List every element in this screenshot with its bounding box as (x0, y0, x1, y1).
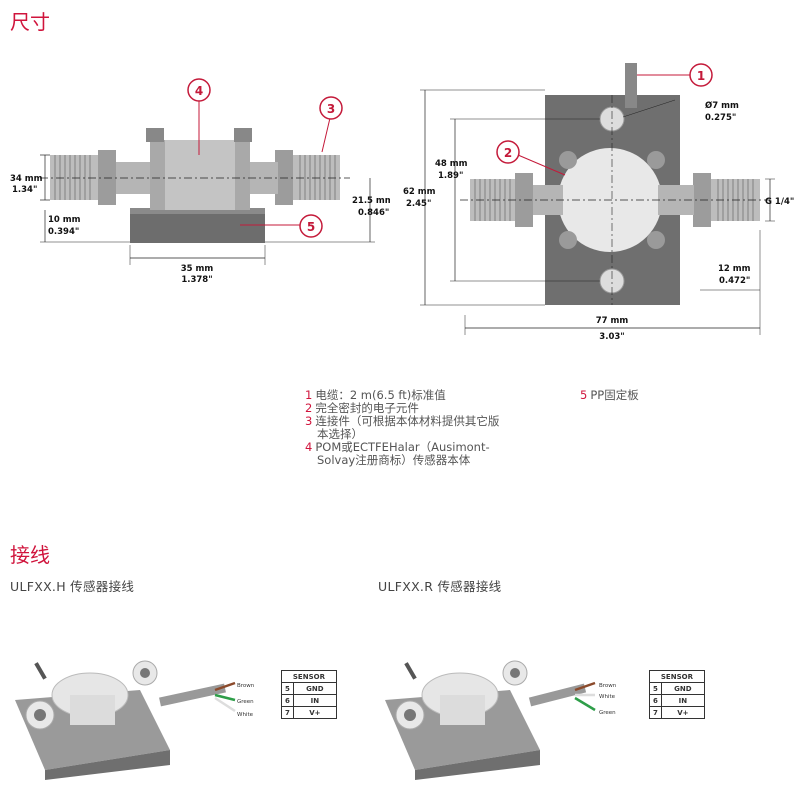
dim-width-mm: 35 mm (181, 264, 214, 274)
callout-1-label: 1 (697, 69, 705, 83)
dim-77-in: 3.03" (599, 332, 624, 342)
wire-label: Green (599, 710, 616, 716)
callout-5 (299, 214, 323, 238)
dim-12-in: 0.472" (719, 276, 750, 286)
wire-label: White (599, 694, 616, 700)
dim-48-in: 1.89" (438, 171, 463, 181)
top-view-drawing: 1 2 Ø7 mm 0.275" 48 mm 1.89" 62 mm 2.45"… (403, 63, 794, 342)
dim-hole-in: 0.275" (705, 113, 736, 123)
dim-plate-mm: 10 mm (48, 215, 81, 225)
side-view-drawing: 4 3 5 34 mm 1.34" 10 mm 0.394" 35 mm 1.3… (10, 78, 390, 285)
wiring-photo-h: Brown Green White (15, 660, 255, 780)
callout-5-label: 5 (307, 220, 315, 234)
dim-12-mm: 12 mm (718, 264, 751, 274)
callout-1 (689, 63, 713, 87)
dim-62-in: 2.45" (406, 199, 431, 209)
callout-3-label: 3 (327, 102, 335, 116)
wire-label: Brown (599, 683, 617, 689)
dim-48-mm: 48 mm (435, 159, 468, 169)
dim-height-in: 1.34" (12, 185, 37, 195)
wire-label: Brown (237, 683, 255, 689)
section-title-wiring: 接线 (10, 543, 50, 567)
dim-hole-mm: Ø7 mm (705, 100, 739, 111)
callout-2 (496, 140, 520, 164)
dim-height-mm: 34 mm (10, 174, 43, 184)
callout-3 (319, 96, 343, 120)
callout-2-label: 2 (504, 146, 512, 160)
dim-62-mm: 62 mm (403, 187, 436, 197)
dim-right-in: 0.846" (358, 208, 389, 218)
cable (625, 63, 637, 108)
wire-label: Green (237, 699, 254, 705)
callout-4 (187, 78, 211, 102)
wire-label: White (237, 712, 254, 718)
callout-4-label: 4 (195, 84, 203, 98)
dim-width-in: 1.378" (181, 275, 212, 285)
thread-size: G 1/4" (765, 197, 794, 207)
dim-plate-in: 0.394" (48, 227, 79, 237)
dim-right-mm: 21.5 mm (352, 196, 390, 206)
section-title-dimensions: 尺寸 (10, 10, 50, 34)
dim-77-mm: 77 mm (596, 316, 629, 326)
wiring-photo-r: Brown White Green (385, 660, 617, 780)
wiring-label-r: ULFXX.R 传感器接线 (378, 579, 502, 594)
wiring-label-h: ULFXX.H 传感器接线 (10, 579, 135, 594)
